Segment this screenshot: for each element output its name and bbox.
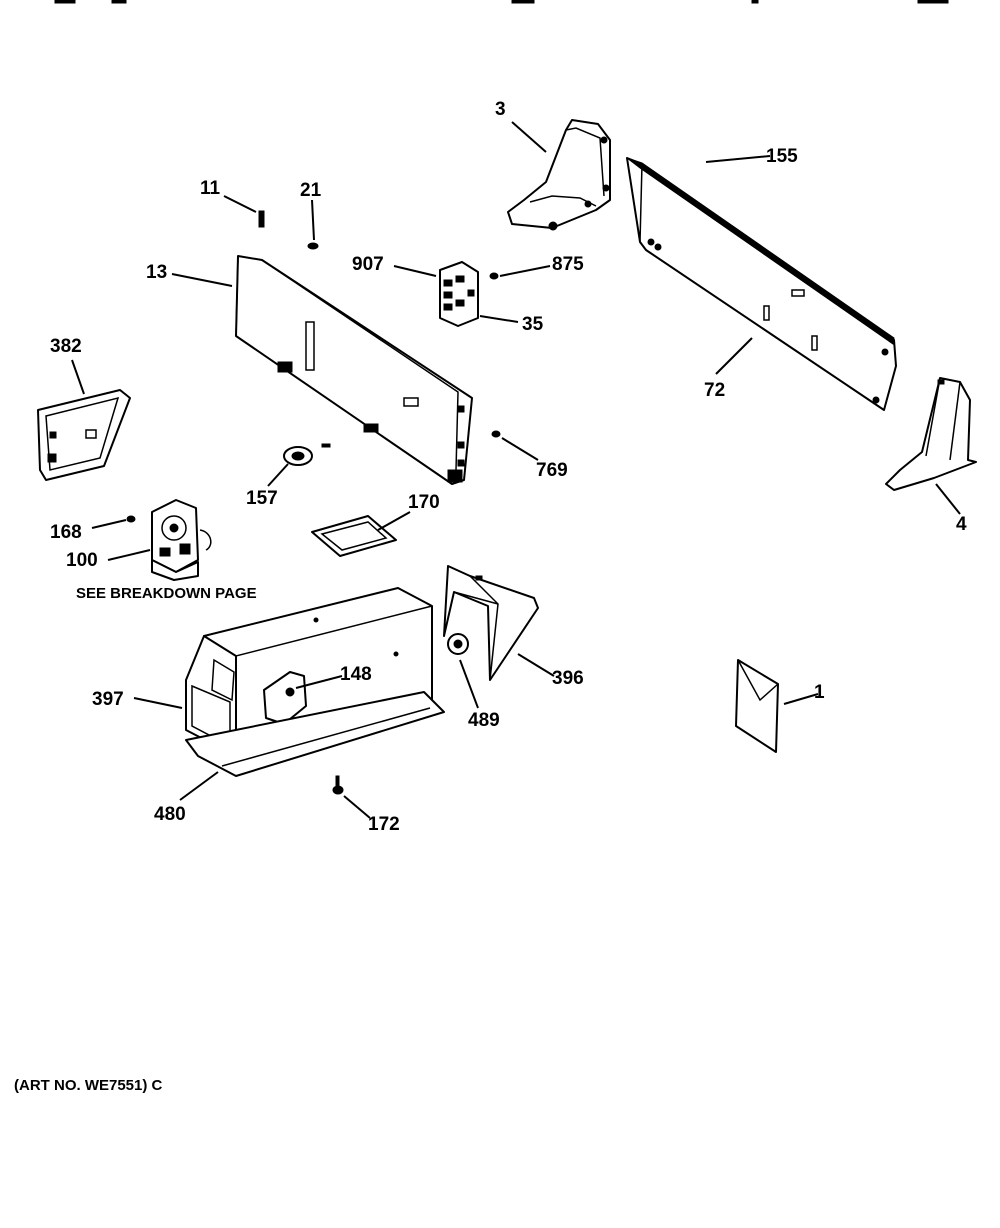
part-11-screw [258,210,265,228]
label-1: 1 [814,682,825,703]
label-100: 100 [66,550,98,571]
label-875: 875 [552,254,584,275]
label-3: 3 [495,99,506,120]
part-4-bracket [885,377,977,491]
part-13-control-panel [235,255,473,485]
label-72: 72 [704,380,725,401]
part-170-plate [311,515,397,557]
label-489: 489 [468,710,500,731]
label-21: 21 [300,180,322,201]
part-396-duct [443,565,539,681]
label-4: 4 [956,514,967,535]
leader-lines [71,121,961,819]
part-100-timer [126,499,212,581]
part-3-bracket [507,119,611,231]
label-35: 35 [522,314,544,335]
label-396: 396 [552,668,584,689]
part-489-seal [447,633,469,655]
breakdown-note: SEE BREAKDOWN PAGE [76,585,257,602]
label-397: 397 [92,689,124,710]
label-13: 13 [146,262,167,283]
label-172: 172 [368,814,400,835]
label-168: 168 [50,522,82,543]
label-157: 157 [246,488,278,509]
label-480: 480 [154,804,186,825]
label-11: 11 [200,178,221,199]
part-172-screw [332,775,344,795]
art-number: (ART NO. WE7551) C [14,1077,163,1094]
label-769: 769 [536,460,568,481]
header-marks [54,0,949,4]
part-907-switch [439,261,479,327]
label-907: 907 [352,254,384,275]
label-170: 170 [408,492,440,513]
part-157-knob [283,443,331,466]
part-382-housing [37,389,131,481]
label-148: 148 [340,664,372,685]
part-769-screw [491,430,501,438]
part-875-screw [489,272,499,280]
part-1-envelope [735,659,779,753]
label-155: 155 [766,146,798,167]
label-382: 382 [50,336,82,357]
part-21-clip [307,242,319,250]
part-72-back-panel [626,157,897,411]
part-480-base [185,691,445,777]
part-labels: 3 155 11 21 13 907 875 35 382 72 769 157… [50,99,967,835]
